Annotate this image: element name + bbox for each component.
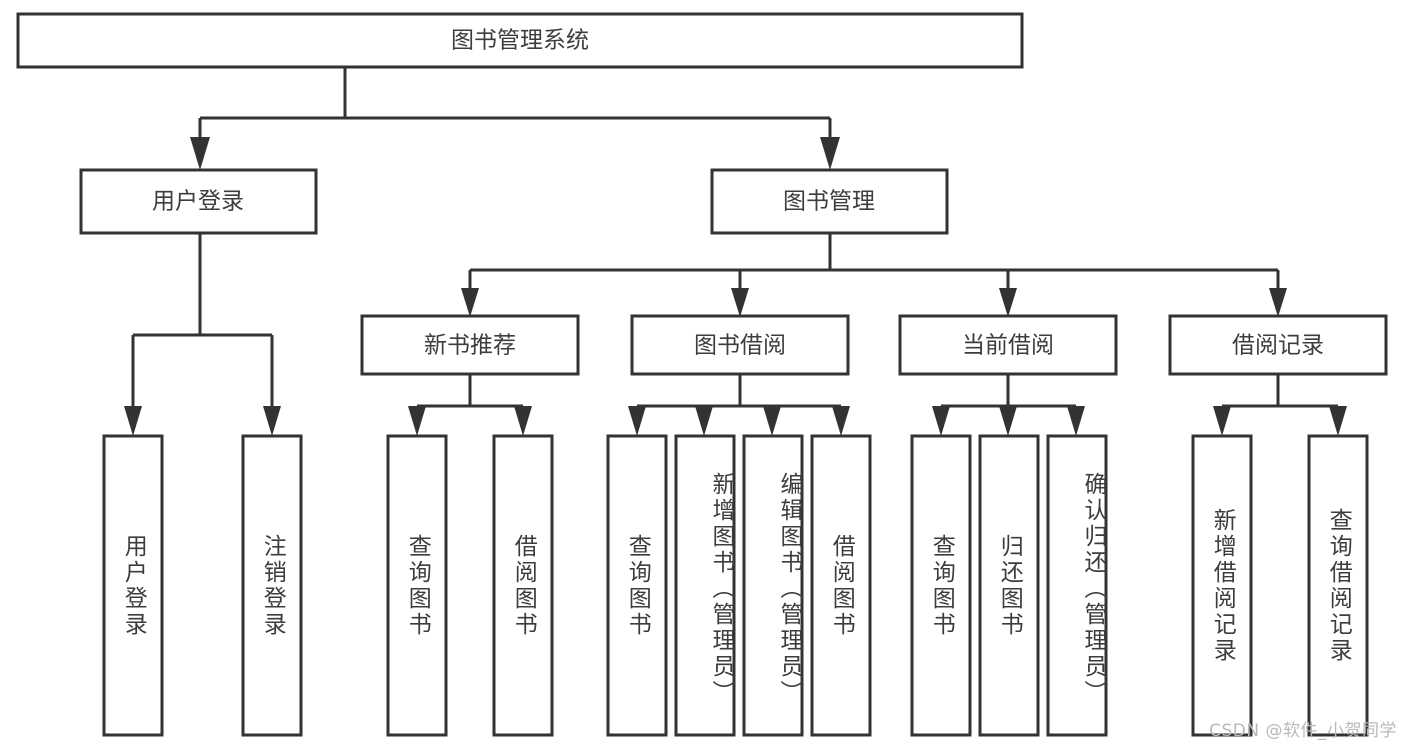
node-box-leaf-cb-confirm[interactable]	[1046, 434, 1108, 737]
node-box-leaf-logout[interactable]	[241, 434, 303, 737]
arrow-head-current-borrow	[999, 288, 1017, 317]
node-box-new-book-recommend[interactable]	[360, 314, 580, 376]
connectors-root-to-level2	[190, 68, 840, 170]
node-box-leaf-cb-query[interactable]	[910, 434, 972, 737]
node-label-borrow-records: 借阅记录	[1232, 333, 1324, 359]
arrow-head-book-borrow	[731, 288, 749, 317]
arrow-head-leaf-nb2	[514, 406, 532, 436]
arrow-head-leaf-nb1	[408, 406, 426, 436]
node-box-leaf-br-add[interactable]	[1191, 434, 1253, 737]
node-label-book-borrow: 图书借阅	[694, 333, 786, 359]
node-box-user-login[interactable]	[79, 168, 318, 235]
arrow-head-leaf-cb3	[1067, 406, 1085, 436]
connectors-bookborrow-to-leaves	[628, 374, 850, 436]
node-box-root[interactable]	[16, 12, 1024, 69]
connectors-borrowrecords-to-leaves	[1213, 374, 1347, 436]
arrow-head-leaf-bb1	[628, 406, 646, 436]
arrow-head-new-book	[461, 288, 479, 317]
node-box-leaf-cb-return[interactable]	[978, 434, 1040, 737]
arrow-head-leaf-cb2	[999, 406, 1017, 436]
node-box-leaf-nb-query[interactable]	[386, 434, 448, 737]
arrow-head-borrow-records	[1269, 288, 1287, 317]
connectors-userlogin-to-leaves	[124, 233, 281, 436]
node-box-leaf-bb-borrow[interactable]	[810, 434, 872, 737]
node-box-borrow-records[interactable]	[1168, 314, 1388, 376]
node-box-book-management[interactable]	[710, 168, 949, 235]
node-label-book-management: 图书管理	[783, 189, 875, 215]
node-box-leaf-bb-add[interactable]	[674, 434, 736, 737]
arrow-head-leaf-bb4	[832, 406, 850, 436]
arrow-head-leaf-cb1	[932, 406, 950, 436]
arrow-head-leaf-bb3	[763, 406, 781, 436]
arrow-head-bookmgmt	[820, 137, 840, 170]
arrow-head-leaf-logout	[263, 406, 281, 436]
node-label-current-borrow: 当前借阅	[962, 333, 1054, 359]
arrow-head-leaf-br2	[1329, 406, 1347, 436]
node-label-root: 图书管理系统	[451, 28, 589, 54]
node-label-new-book-recommend: 新书推荐	[424, 333, 516, 359]
node-box-leaf-bb-edit[interactable]	[742, 434, 804, 737]
connectors-newbook-to-leaves	[408, 374, 532, 436]
node-box-leaf-nb-borrow[interactable]	[492, 434, 554, 737]
arrow-head-leaf-bb2	[695, 406, 713, 436]
connectors-bookmgmt-to-level3	[461, 233, 1287, 317]
node-label-user-login: 用户登录	[152, 189, 244, 215]
node-box-leaf-bb-query[interactable]	[606, 434, 668, 737]
arrow-head-leaf-br1	[1213, 406, 1231, 436]
node-box-book-borrow[interactable]	[630, 314, 850, 376]
arrow-head-leaf-user-login	[124, 406, 142, 436]
node-box-leaf-user-login[interactable]	[102, 434, 164, 737]
csdn-watermark: CSDN @软件_小贺同学	[1209, 721, 1397, 741]
connectors-currentborrow-to-leaves	[932, 374, 1085, 436]
arrow-head-userlogin	[190, 137, 210, 170]
node-box-current-borrow[interactable]	[898, 314, 1118, 376]
node-box-leaf-br-query[interactable]	[1307, 434, 1369, 737]
